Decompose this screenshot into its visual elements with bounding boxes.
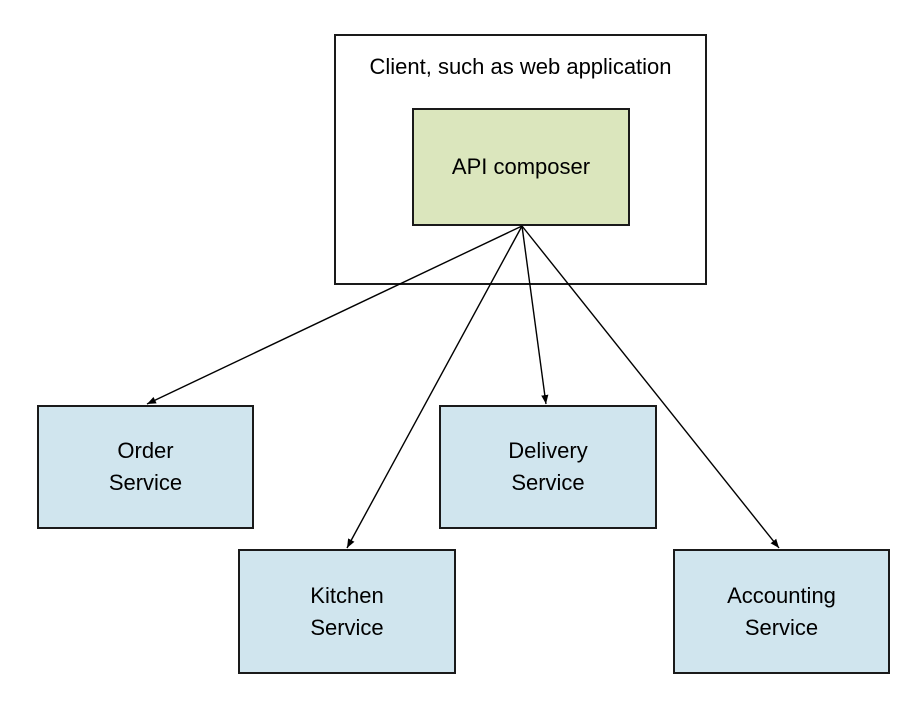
order-service-box: Order Service bbox=[37, 405, 254, 529]
delivery-service-box: Delivery Service bbox=[439, 405, 657, 529]
accounting-service-label-line1: Accounting bbox=[727, 582, 836, 608]
kitchen-service-box: Kitchen Service bbox=[238, 549, 456, 674]
kitchen-service-label-line2: Service bbox=[310, 614, 384, 640]
order-service-label-line2: Service bbox=[108, 470, 183, 495]
client-label: Client, such as web application bbox=[369, 54, 672, 79]
accounting-service-label-line2: Service bbox=[744, 614, 819, 640]
accounting-service-box: Accounting Service bbox=[673, 549, 890, 674]
arrow-to-accounting-service bbox=[521, 225, 780, 549]
arrow-to-delivery-service bbox=[521, 225, 549, 405]
api-composer-box: API composer bbox=[412, 108, 630, 226]
arrow-to-kitchen-service bbox=[346, 225, 523, 549]
api-composer-label: API composer bbox=[451, 154, 591, 179]
client-box: Client, such as web application bbox=[334, 34, 707, 285]
arrow-to-order-service bbox=[146, 225, 523, 405]
delivery-service-label-line1: Delivery bbox=[508, 438, 588, 463]
kitchen-service-label-line1: Kitchen bbox=[310, 582, 384, 608]
order-service-label-line1: Order bbox=[117, 438, 174, 463]
delivery-service-label-line2: Service bbox=[511, 470, 585, 495]
